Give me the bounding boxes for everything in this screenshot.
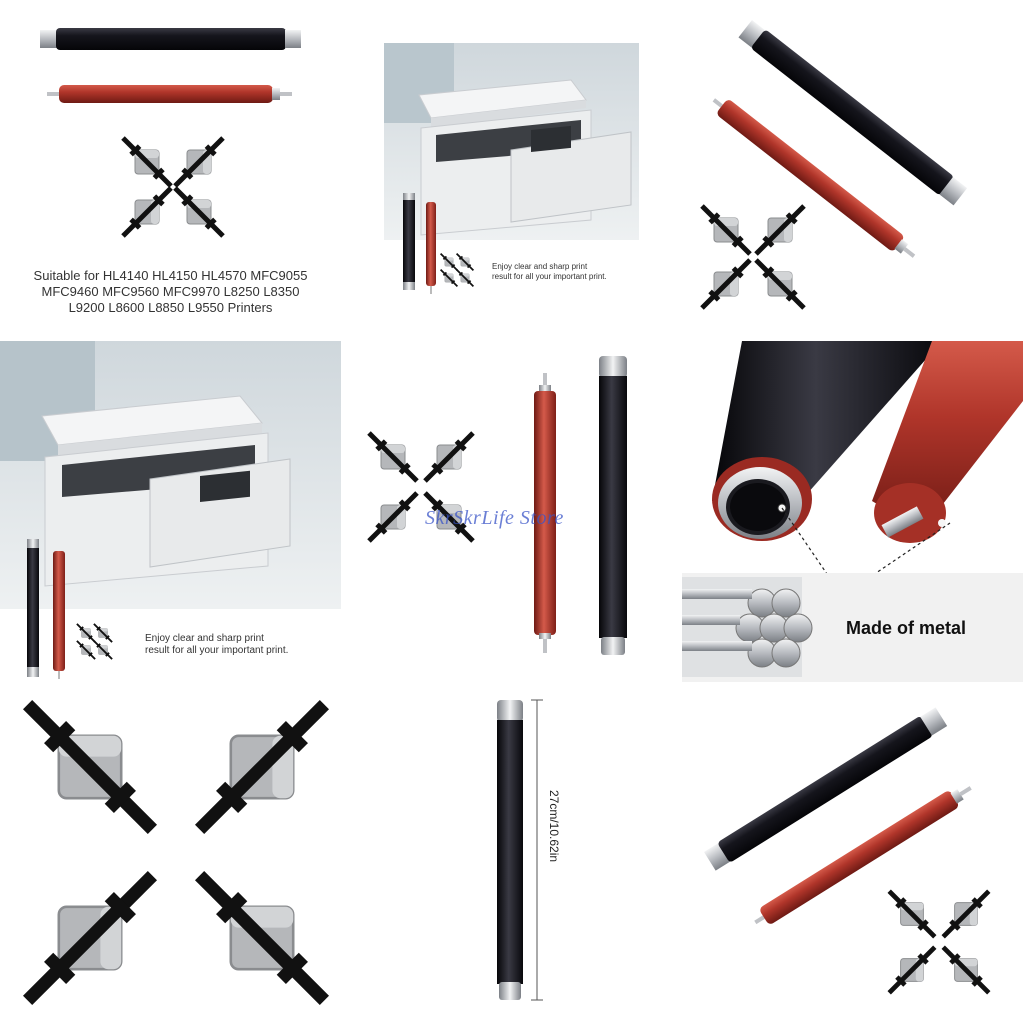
- printer-scene-illustration: [384, 43, 639, 294]
- print-quality-line-2: result for all your important print.: [492, 272, 607, 281]
- print-quality-line-1: Enjoy clear and sharp print: [145, 633, 264, 644]
- separation-pad-icon: [439, 252, 475, 288]
- fuser-roller-icon: [738, 20, 968, 206]
- dimension-illustration: [497, 699, 543, 1001]
- pressure-roller-closeup: [872, 341, 1023, 543]
- fuser-roller-icon: [40, 28, 301, 50]
- fuser-roller-icon: [704, 707, 948, 871]
- made-of-metal-label: Made of metal: [846, 618, 967, 638]
- panel-separation-pads: [0, 682, 341, 1023]
- fuser-roller-icon: [403, 193, 415, 290]
- compatibility-caption-line-1: Suitable for HL4140 HL4150 HL4570 MFC905…: [33, 268, 308, 283]
- pressure-roller-icon: [47, 85, 292, 103]
- printer-scene-large-illustration: [0, 341, 341, 679]
- printer-icon: [418, 79, 632, 236]
- separation-pad-icon: [75, 622, 114, 661]
- separation-pad-icon: [123, 138, 223, 236]
- separation-pad-icon: [889, 891, 989, 993]
- dimension-line: [531, 699, 543, 1001]
- pressure-roller-icon: [534, 373, 556, 653]
- print-quality-line-2: result for all your important print.: [145, 645, 289, 656]
- panel-rollers-compatibility: Suitable for HL4140 HL4150 HL4570 MFC905…: [0, 0, 341, 341]
- fuser-roller-icon: [497, 700, 523, 1000]
- separation-pad-icon: [28, 705, 325, 1001]
- metal-rods-icon: [682, 577, 813, 677]
- fuser-roller-icon: [599, 356, 627, 655]
- panel-dimension: [341, 682, 682, 1023]
- separation-pad-icon: [702, 206, 804, 308]
- pressure-roller-icon: [426, 202, 436, 294]
- compatibility-caption-line-3: L9200 L8600 L8850 L9550 Printers: [68, 300, 273, 315]
- separation-pads-closeup: [0, 682, 341, 1023]
- roller-set-diagonal-illustration: [704, 707, 1023, 1023]
- panel-rollers-set: [682, 682, 1023, 1023]
- roller-length-label: 27cm/10.62in: [547, 790, 561, 863]
- panel-printer-scene-small: Enjoy clear and sharp print result for a…: [341, 0, 682, 341]
- compatibility-caption-line-2: MFC9460 MFC9560 MFC9970 L8250 L8350: [41, 284, 300, 299]
- print-quality-line-1: Enjoy clear and sharp print: [492, 262, 588, 271]
- printer-icon: [41, 395, 291, 587]
- pressure-roller-icon: [754, 786, 972, 925]
- fuser-roller-icon: [27, 539, 39, 677]
- panel-rollers-vertical: SkrSkrLife Store: [341, 341, 682, 682]
- pressure-roller-icon: [712, 98, 916, 258]
- store-watermark: SkrSkrLife Store: [425, 507, 564, 529]
- metal-closeup-illustration: [682, 341, 1023, 682]
- panel-rollers-diagonal: [682, 0, 1023, 341]
- vertical-rollers-illustration: [341, 356, 627, 655]
- pressure-roller-icon: [53, 551, 65, 679]
- panel-metal-detail: [682, 341, 1023, 682]
- panel-printer-scene-large: Enjoy clear and sharp print result for a…: [0, 341, 341, 682]
- roller-set-illustration: [40, 28, 301, 341]
- fuser-roller-closeup: [712, 341, 942, 541]
- diagonal-rollers-illustration: [682, 20, 968, 341]
